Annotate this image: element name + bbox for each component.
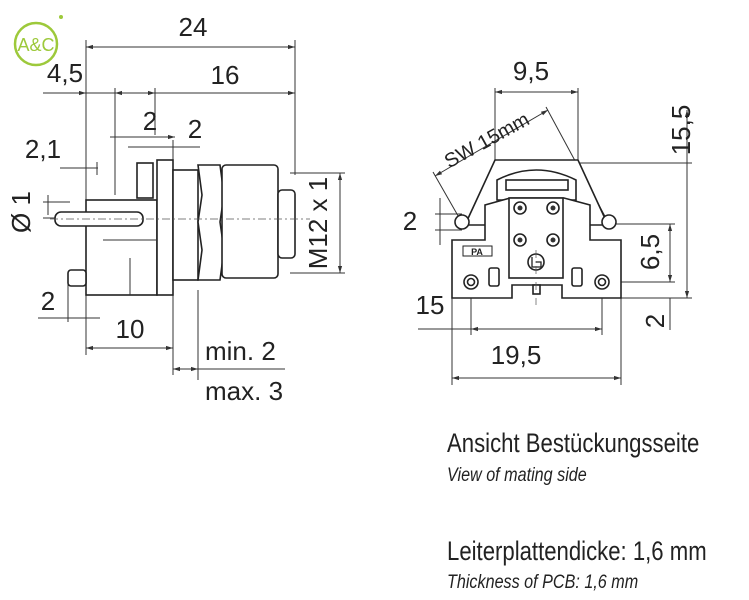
caption-view-de: Ansicht Bestückungsseite	[447, 428, 700, 458]
dim-10: 10	[116, 314, 145, 344]
dim-9-5: 9,5	[513, 56, 549, 86]
side-view: 24 4,5 16 2 2 2,1 Ø 1 M12 x 1 2 10 min. …	[6, 12, 345, 406]
dim-15-5: 15,5	[666, 105, 696, 156]
dim-panel-max: max. 3	[205, 376, 283, 406]
dim-4-5: 4,5	[47, 58, 83, 88]
dim-thread: M12 x 1	[303, 177, 333, 270]
caption-pcb-en: Thickness of PCB: 1,6 mm	[447, 572, 639, 593]
dim-2-bottom: 2	[640, 314, 670, 328]
dim-pin-diameter: Ø 1	[6, 191, 36, 233]
dim-2-1: 2,1	[25, 134, 61, 164]
dim-2-c: 2	[41, 286, 55, 316]
dim-2-left: 2	[403, 206, 417, 236]
dim-panel-min: min. 2	[205, 336, 276, 366]
svg-text:A&C: A&C	[17, 35, 54, 55]
caption-pcb-de: Leiterplattendicke: 1,6 mm	[447, 536, 707, 566]
logo: A&C	[13, 15, 63, 67]
pa-marking: PA	[471, 247, 483, 257]
dim-2-a: 2	[143, 106, 157, 136]
dim-24: 24	[179, 12, 208, 42]
dim-2-b: 2	[188, 114, 202, 144]
dim-16: 16	[211, 60, 240, 90]
dim-15: 15	[416, 290, 445, 320]
dim-6-5: 6,5	[635, 234, 665, 270]
front-view: PA 9,5 SW 15mm 15,5 2 6,5 15 2 19,5	[403, 56, 696, 385]
dim-19-5: 19,5	[491, 340, 542, 370]
caption-view-en: View of mating side	[447, 465, 587, 486]
